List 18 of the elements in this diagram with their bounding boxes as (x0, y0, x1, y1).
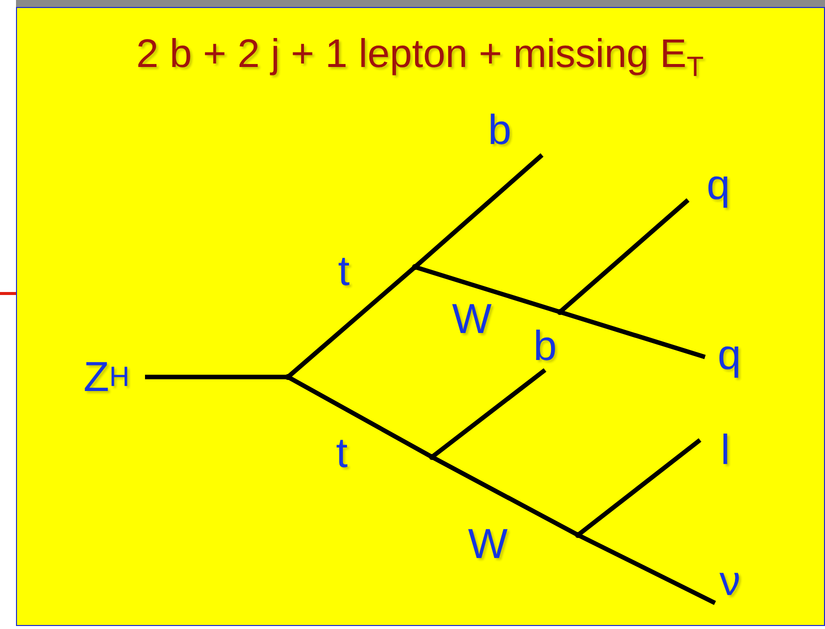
line (430, 455, 580, 537)
line (430, 368, 546, 459)
line (559, 310, 706, 360)
line (576, 438, 702, 537)
particle-label: b (488, 105, 542, 155)
line (414, 264, 561, 314)
line (414, 153, 544, 269)
particle-label: b (528, 322, 562, 370)
line (286, 375, 434, 459)
particle-label: l (700, 425, 730, 475)
particle-label: q (688, 160, 730, 210)
line (558, 198, 690, 314)
particle-label: q (705, 330, 741, 380)
particle-label: ν (712, 558, 748, 603)
title: 2 b + 2 j + 1 lepton + missing E$_{T}$ (135, 32, 705, 83)
line (577, 532, 716, 606)
line (145, 374, 288, 380)
line (286, 265, 416, 379)
